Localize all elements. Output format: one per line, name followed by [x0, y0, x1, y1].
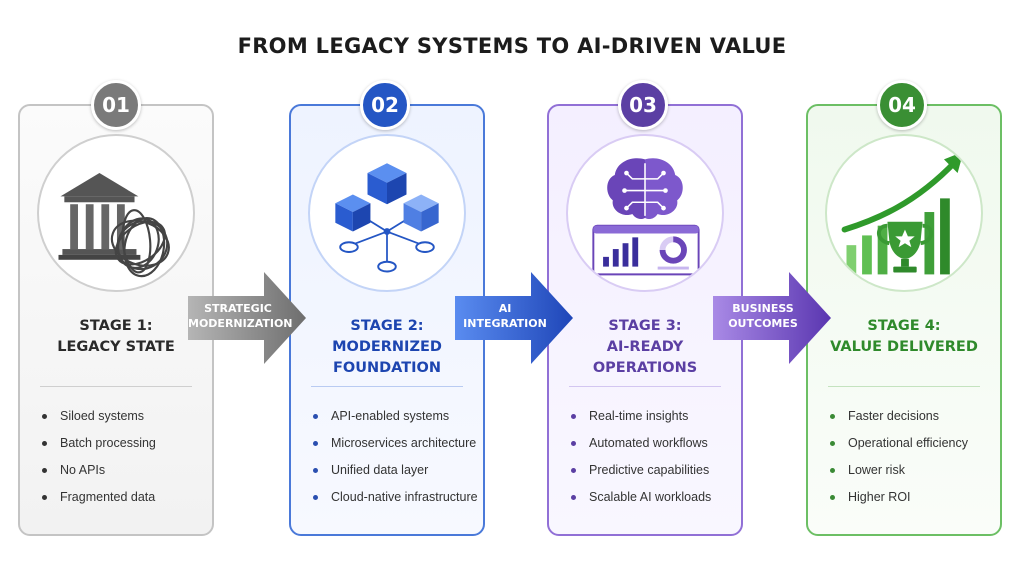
list-item: Unified data layer: [311, 460, 478, 487]
page-title: FROM LEGACY SYSTEMS TO AI-DRIVEN VALUE: [237, 34, 787, 58]
list-item: Fragmented data: [40, 487, 156, 514]
trophy-growth-chart-icon: [825, 134, 983, 292]
arrow-label: BUSINESS OUTCOMES: [728, 302, 798, 330]
arrow-label: STRATEGIC MODERNIZATION: [188, 302, 293, 330]
cubes-network-icon: [308, 134, 466, 292]
list-item: Microservices architecture: [311, 433, 478, 460]
ai-integration-arrow: AI INTEGRATION: [455, 272, 575, 364]
stage-1-card: STAGE 1: LEGACY STATE Siloed systems Bat…: [18, 104, 214, 536]
stage-4-bullet-list: Faster decisions Operational efficiency …: [828, 406, 968, 514]
list-item: API-enabled systems: [311, 406, 478, 433]
stage-1-number-badge: 01: [91, 80, 141, 130]
list-item: Cloud-native infrastructure: [311, 487, 478, 514]
list-item: Predictive capabilities: [569, 460, 711, 487]
list-item: Batch processing: [40, 433, 156, 460]
arrow-shape: [455, 272, 573, 364]
business-outcomes-arrow: BUSINESS OUTCOMES: [713, 272, 833, 364]
arrow-shape: [188, 272, 306, 364]
ai-brain-dashboard-icon: [566, 134, 724, 292]
stage-3-card: STAGE 3: AI-READY OPERATIONS Real-time i…: [547, 104, 743, 536]
stage-2-bullet-list: API-enabled systems Microservices archit…: [311, 406, 478, 514]
list-item: No APIs: [40, 460, 156, 487]
stage-3-divider: [569, 386, 721, 387]
stage-1-title: STAGE 1: LEGACY STATE: [57, 318, 175, 355]
list-item: Automated workflows: [569, 433, 711, 460]
list-item: Lower risk: [828, 460, 968, 487]
stage-4-title: STAGE 4: VALUE DELIVERED: [830, 318, 978, 355]
legacy-building-tangle-icon: [37, 134, 195, 292]
list-item: Higher ROI: [828, 487, 968, 514]
list-item: Scalable AI workloads: [569, 487, 711, 514]
list-item: Real-time insights: [569, 406, 711, 433]
stage-2-card: STAGE 2: MODERNIZED FOUNDATION API-enabl…: [289, 104, 485, 536]
stage-1-divider: [40, 386, 192, 387]
stage-2-divider: [311, 386, 463, 387]
list-item: Faster decisions: [828, 406, 968, 433]
arrow-shape: [713, 272, 831, 364]
stage-3-number-badge: 03: [618, 80, 668, 130]
strategic-modernization-arrow: STRATEGIC MODERNIZATION: [188, 272, 308, 364]
stage-1-bullet-list: Siloed systems Batch processing No APIs …: [40, 406, 156, 514]
stage-3-title: STAGE 3: AI-READY OPERATIONS: [592, 318, 698, 376]
stage-4-number-badge: 04: [877, 80, 927, 130]
stage-2-title: STAGE 2: MODERNIZED FOUNDATION: [332, 318, 442, 376]
stage-3-bullet-list: Real-time insights Automated workflows P…: [569, 406, 711, 514]
arrow-label: AI INTEGRATION: [463, 302, 547, 330]
stage-4-divider: [828, 386, 980, 387]
list-item: Siloed systems: [40, 406, 156, 433]
stage-2-number-badge: 02: [360, 80, 410, 130]
stage-4-card: STAGE 4: VALUE DELIVERED Faster decision…: [806, 104, 1002, 536]
list-item: Operational efficiency: [828, 433, 968, 460]
